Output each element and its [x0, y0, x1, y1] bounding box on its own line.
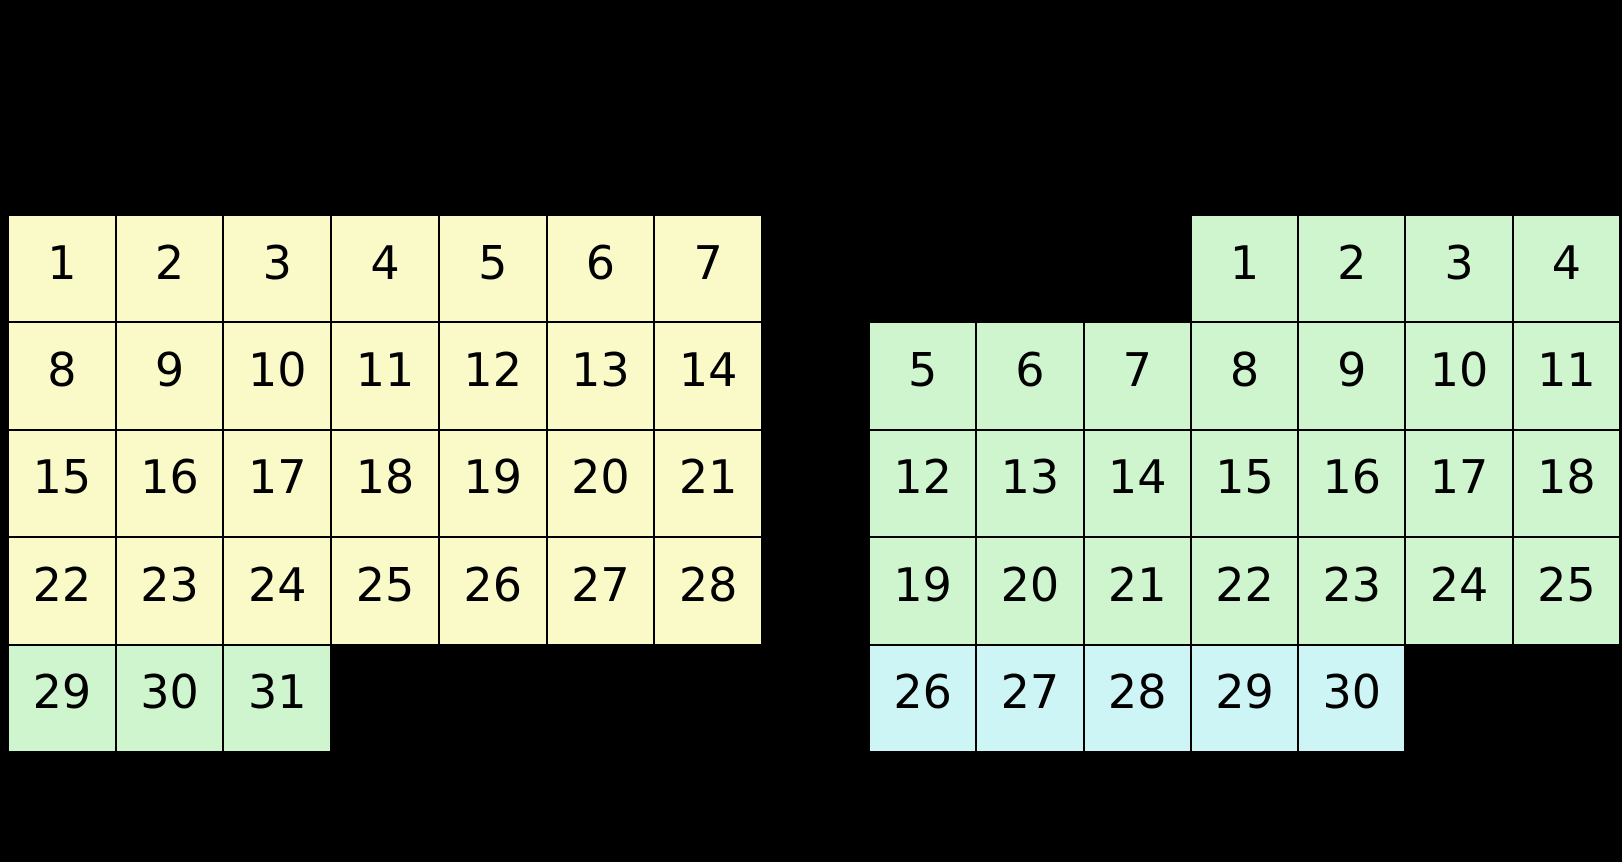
calendar-day-cell: 25 [331, 537, 439, 645]
calendar-day-cell: 3 [1405, 215, 1513, 323]
calendar-day-cell: 29 [1190, 644, 1299, 752]
calendar-day-cell: 1 [8, 215, 116, 323]
empty-cell [547, 645, 655, 752]
calendar-day-cell: 16 [1298, 429, 1406, 538]
calendar-day-cell: 19 [869, 537, 977, 645]
calendar-day-cell: 21 [1083, 537, 1191, 645]
calendar-day-cell: 5 [869, 322, 977, 430]
calendar-day-cell: 4 [331, 215, 439, 323]
empty-cell [869, 215, 976, 322]
calendar-day-cell: 4 [1512, 215, 1620, 323]
calendar-day-cell: 9 [1298, 322, 1406, 430]
calendar-day-cell: 11 [331, 322, 439, 430]
calendar-day-cell: 16 [115, 429, 224, 538]
calendar-day-cell: 14 [1083, 429, 1191, 538]
calendar-day-cell: 30 [115, 644, 224, 752]
calendar-day-cell: 13 [546, 322, 655, 430]
calendar-day-cell: 15 [1190, 429, 1299, 538]
calendar-day-cell: 30 [1298, 644, 1406, 752]
calendar-day-cell: 3 [223, 215, 332, 323]
calendar-day-cell: 18 [1512, 429, 1620, 538]
calendar-day-cell: 12 [438, 322, 547, 430]
calendar-day-cell: 18 [331, 429, 439, 538]
calendar-day-cell: 15 [8, 429, 116, 538]
calendar-day-cell: 8 [8, 322, 116, 430]
calendar-day-cell: 24 [1405, 537, 1513, 645]
calendar-day-cell: 26 [869, 644, 977, 752]
calendar-day-cell: 31 [223, 644, 332, 752]
calendar-day-cell: 19 [438, 429, 547, 538]
calendar-day-cell: 20 [546, 429, 655, 538]
calendar-day-cell: 8 [1190, 322, 1299, 430]
empty-cell [439, 645, 547, 752]
calendar-day-cell: 20 [976, 537, 1084, 645]
empty-cell [1405, 645, 1512, 752]
calendar-day-cell: 2 [1298, 215, 1406, 323]
calendar-day-cell: 28 [1083, 644, 1191, 752]
calendar-day-cell: 10 [223, 322, 332, 430]
calendar-day-cell: 22 [1190, 537, 1299, 645]
empty-cell [1084, 215, 1191, 322]
calendar-day-cell: 22 [8, 537, 116, 645]
empty-cell [331, 645, 439, 752]
calendar-day-cell: 12 [869, 429, 977, 538]
calendar-day-cell: 7 [654, 215, 762, 323]
calendar-day-cell: 13 [976, 429, 1084, 538]
calendar-day-cell: 25 [1512, 537, 1620, 645]
calendar-day-cell: 6 [976, 322, 1084, 430]
calendar-day-cell: 14 [654, 322, 762, 430]
calendar-day-cell: 24 [223, 537, 332, 645]
calendar-day-cell: 27 [546, 537, 655, 645]
calendar-day-cell: 9 [115, 322, 224, 430]
calendar-day-cell: 26 [438, 537, 547, 645]
calendar-day-cell: 2 [115, 215, 224, 323]
empty-cell [1513, 645, 1620, 752]
calendar-day-cell: 7 [1083, 322, 1191, 430]
calendar-day-cell: 29 [8, 644, 116, 752]
empty-cell [976, 215, 1083, 322]
calendar-day-cell: 10 [1405, 322, 1513, 430]
calendar-day-cell: 23 [115, 537, 224, 645]
calendar-day-cell: 23 [1298, 537, 1406, 645]
empty-cell [654, 645, 762, 752]
calendar-day-cell: 11 [1512, 322, 1620, 430]
calendar-day-cell: 5 [438, 215, 547, 323]
calendar-day-cell: 17 [1405, 429, 1513, 538]
calendar-day-cell: 6 [546, 215, 655, 323]
calendar-day-cell: 21 [654, 429, 762, 538]
calendar-day-cell: 28 [654, 537, 762, 645]
calendar-day-cell: 27 [976, 644, 1084, 752]
calendar-day-cell: 1 [1190, 215, 1299, 323]
calendar-day-cell: 17 [223, 429, 332, 538]
